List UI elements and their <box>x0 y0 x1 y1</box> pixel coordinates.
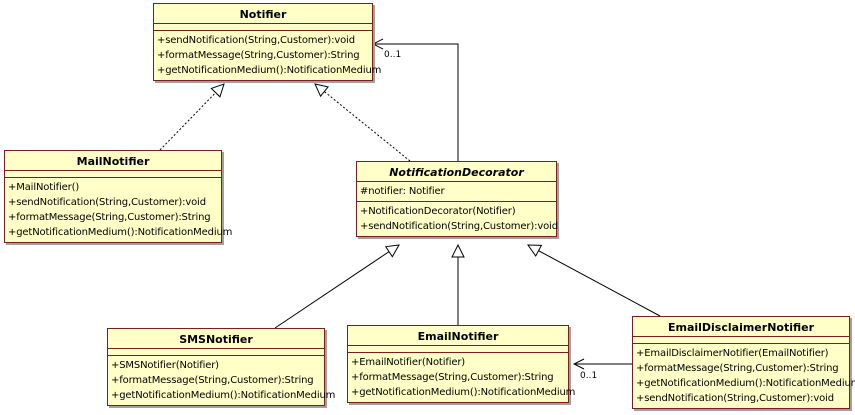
attributes-section <box>108 349 324 356</box>
operations-section: +MailNotifier() +sendNotification(String… <box>5 178 233 242</box>
operations-section: +NotificationDecorator(Notifier) +sendNo… <box>357 202 558 236</box>
class-email-notifier[interactable]: EmailNotifier +EmailNotifier(Notifier) +… <box>347 325 576 403</box>
operations-section: +SMSNotifier(Notifier) +formatMessage(St… <box>108 356 336 405</box>
operations-section: +EmailDisclaimerNotifier(EmailNotifier) … <box>633 344 855 408</box>
class-sms-notifier[interactable]: SMSNotifier +SMSNotifier(Notifier) +form… <box>107 328 336 406</box>
operation: +formatMessage(String,Customer):String <box>157 50 360 61</box>
attributes-section <box>348 346 568 353</box>
operation: +sendNotification(String,Customer):void <box>360 221 558 232</box>
operation: +EmailNotifier(Notifier) <box>351 357 466 368</box>
operation: +formatMessage(String,Customer):String <box>111 375 314 386</box>
operation: +SMSNotifier(Notifier) <box>111 360 219 371</box>
multiplicity-label: 0..1 <box>580 371 598 381</box>
operation: +sendNotification(String,Customer):void <box>8 197 206 208</box>
class-email-disclaimer-notifier[interactable]: EmailDisclaimerNotifier +EmailDisclaimer… <box>632 316 855 409</box>
operation: +formatMessage(String,Customer):String <box>8 212 211 223</box>
association-decorator-notifier <box>373 44 459 161</box>
operation: +MailNotifier() <box>8 182 80 193</box>
class-name: SMSNotifier <box>108 329 324 349</box>
operation: +getNotificationMedium():NotificationMed… <box>111 390 336 401</box>
generalization-disclaimer-decorator <box>528 245 661 317</box>
attributes-section <box>5 171 221 178</box>
attributes-section <box>633 337 849 344</box>
class-name: EmailDisclaimerNotifier <box>633 317 849 337</box>
operation: +sendNotification(String,Customer):void <box>636 393 834 404</box>
operation: +getNotificationMedium():NotificationMed… <box>636 378 855 389</box>
operations-section: +EmailNotifier(Notifier) +formatMessage(… <box>348 353 576 402</box>
operation: +formatMessage(String,Customer):String <box>351 372 554 383</box>
operation: +EmailDisclaimerNotifier(EmailNotifier) <box>636 348 829 359</box>
class-name: EmailNotifier <box>348 326 568 346</box>
realization-mailnotifier-notifier <box>159 84 224 151</box>
class-notifier[interactable]: Notifier +sendNotification(String,Custom… <box>153 3 382 81</box>
class-name: NotificationDecorator <box>357 162 556 182</box>
operation: +getNotificationMedium():NotificationMed… <box>157 65 382 76</box>
realization-decorator-notifier <box>315 84 411 162</box>
attribute: #notifier: Notifier <box>360 186 445 197</box>
operation: +sendNotification(String,Customer):void <box>157 35 355 46</box>
operation: +getNotificationMedium():NotificationMed… <box>351 387 576 398</box>
operation: +formatMessage(String,Customer):String <box>636 363 839 374</box>
attributes-section: #notifier: Notifier <box>357 182 556 202</box>
class-name: MailNotifier <box>5 151 221 171</box>
operation: +getNotificationMedium():NotificationMed… <box>8 227 233 238</box>
class-mail-notifier[interactable]: MailNotifier +MailNotifier() +sendNotifi… <box>4 150 233 243</box>
operations-section: +sendNotification(String,Customer):void … <box>154 31 382 80</box>
operation: +NotificationDecorator(Notifier) <box>360 206 516 217</box>
class-name: Notifier <box>154 4 372 24</box>
multiplicity-label: 0..1 <box>384 50 402 60</box>
attributes-section <box>154 24 372 31</box>
generalization-sms-decorator <box>274 245 399 329</box>
class-notification-decorator[interactable]: NotificationDecorator #notifier: Notifie… <box>356 161 558 237</box>
